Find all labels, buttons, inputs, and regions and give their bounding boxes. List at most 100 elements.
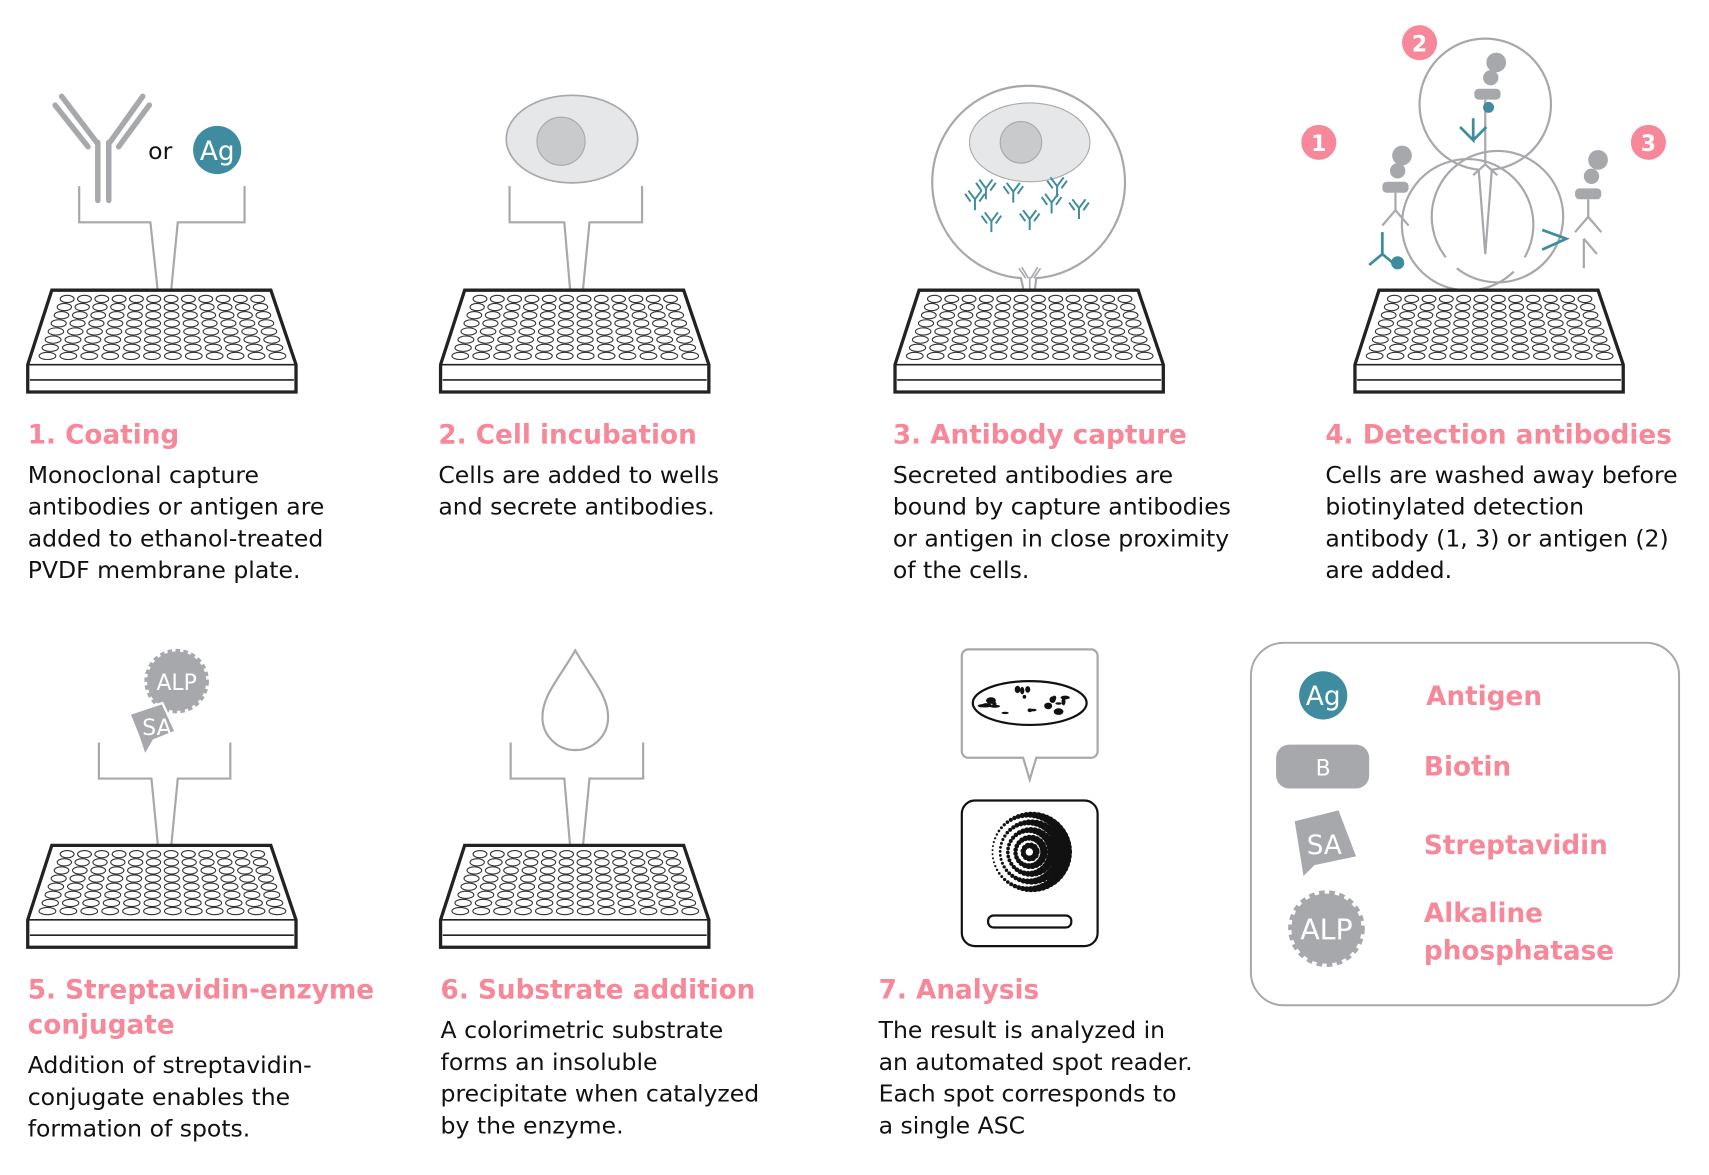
well bbox=[676, 335, 694, 344]
well-plate bbox=[438, 843, 711, 949]
well bbox=[1399, 311, 1415, 320]
well bbox=[656, 335, 674, 344]
well bbox=[163, 335, 181, 344]
reader-dot bbox=[1005, 850, 1010, 855]
well bbox=[474, 343, 493, 352]
well bbox=[144, 882, 162, 891]
svg-text:ALP: ALP bbox=[1300, 914, 1353, 947]
well bbox=[1452, 327, 1469, 336]
reader-dot bbox=[999, 845, 1002, 849]
well bbox=[1434, 319, 1451, 328]
cell-icon bbox=[505, 94, 639, 184]
well bbox=[944, 294, 960, 304]
well bbox=[241, 327, 258, 336]
well bbox=[143, 335, 161, 344]
well bbox=[482, 319, 499, 328]
well bbox=[1386, 351, 1405, 361]
well bbox=[482, 874, 499, 883]
well bbox=[1117, 294, 1133, 304]
well bbox=[631, 311, 648, 320]
step-description: by the enzyme. bbox=[441, 1111, 624, 1139]
well bbox=[555, 351, 574, 361]
well bbox=[80, 906, 99, 916]
well bbox=[990, 343, 1008, 352]
well bbox=[44, 335, 62, 344]
well bbox=[484, 866, 501, 875]
well bbox=[1510, 327, 1527, 336]
well bbox=[243, 890, 261, 899]
legend-alp-icon: ALP bbox=[1288, 890, 1365, 967]
well bbox=[991, 335, 1009, 344]
well bbox=[670, 319, 688, 328]
well bbox=[978, 294, 994, 304]
well bbox=[47, 327, 65, 336]
step-title: 6. Substrate addition bbox=[441, 976, 756, 1006]
well bbox=[914, 327, 932, 336]
well bbox=[926, 351, 945, 361]
well bbox=[1509, 311, 1526, 320]
well bbox=[1073, 351, 1091, 361]
well bbox=[557, 874, 574, 883]
well bbox=[616, 890, 634, 899]
well bbox=[1590, 335, 1608, 344]
reader-dot bbox=[1014, 867, 1020, 872]
svg-text:2: 2 bbox=[1412, 32, 1427, 57]
well bbox=[163, 319, 180, 328]
well bbox=[558, 311, 574, 320]
well bbox=[540, 858, 557, 867]
well bbox=[252, 858, 269, 867]
well bbox=[522, 858, 539, 867]
step-description: Addition of streptavidin- bbox=[28, 1051, 312, 1079]
well bbox=[538, 319, 556, 328]
well bbox=[1595, 351, 1614, 361]
well bbox=[143, 351, 161, 361]
well bbox=[628, 849, 644, 859]
well bbox=[647, 302, 664, 312]
legend-alp: Alkaline bbox=[1424, 899, 1543, 929]
well bbox=[555, 906, 574, 916]
well bbox=[1560, 294, 1576, 304]
well bbox=[1572, 343, 1591, 352]
well bbox=[1472, 319, 1489, 328]
well bbox=[102, 898, 121, 908]
well bbox=[1490, 311, 1507, 320]
well bbox=[1051, 335, 1069, 344]
well bbox=[1401, 302, 1418, 312]
well bbox=[1544, 302, 1560, 312]
well bbox=[1587, 327, 1605, 336]
well bbox=[975, 311, 992, 320]
step-description: are added. bbox=[1325, 556, 1452, 584]
well bbox=[263, 890, 281, 899]
well bbox=[1050, 327, 1068, 336]
well bbox=[454, 898, 472, 908]
well bbox=[163, 858, 180, 867]
detection-circles-icon: 1 2 3 bbox=[1301, 25, 1666, 292]
well bbox=[493, 351, 511, 361]
well bbox=[258, 874, 275, 883]
well-plate bbox=[893, 288, 1165, 394]
well bbox=[654, 327, 671, 336]
well bbox=[183, 327, 200, 336]
reader-dot bbox=[992, 857, 995, 860]
well bbox=[223, 890, 241, 899]
well bbox=[515, 343, 533, 352]
legend-biotin-icon: B bbox=[1276, 744, 1370, 789]
well bbox=[941, 302, 958, 312]
well bbox=[1068, 319, 1085, 328]
well bbox=[634, 327, 652, 336]
well bbox=[487, 302, 503, 312]
well bbox=[495, 898, 513, 908]
capture-antibody-icon bbox=[52, 93, 153, 204]
well bbox=[652, 874, 669, 883]
well bbox=[596, 327, 613, 336]
well bbox=[479, 327, 497, 336]
well bbox=[576, 874, 593, 883]
step-description: Monoclonal capture bbox=[28, 461, 259, 489]
well bbox=[124, 335, 142, 344]
well bbox=[1542, 294, 1558, 304]
well bbox=[631, 866, 648, 875]
well bbox=[1491, 343, 1509, 352]
step-title: 5. Streptavidin-enzyme bbox=[28, 976, 374, 1006]
well bbox=[469, 858, 485, 867]
well bbox=[501, 319, 518, 328]
